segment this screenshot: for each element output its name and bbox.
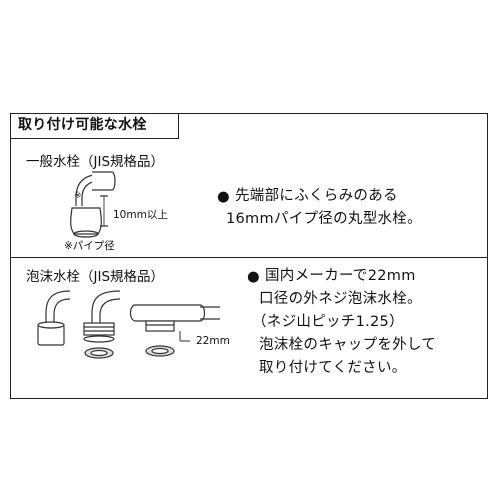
section2-desc-line-5: 取り付けてください。 <box>259 360 407 376</box>
section1-title: 一般水栓（JIS規格品） <box>26 154 165 170</box>
spout-dimension-label: 22mm <box>196 335 230 347</box>
section1-desc-line-1: 先端部にふくらみのある <box>235 188 398 204</box>
section-divider <box>10 257 488 258</box>
compatible-faucets-box <box>10 113 488 399</box>
section2-desc-line-2: 口径の外ネジ泡沫水栓。 <box>259 291 422 307</box>
section1-bullet: ● <box>217 189 230 205</box>
section2-desc-line-4: 泡沫栓のキャップを外して <box>259 337 437 353</box>
general-faucet-illustration: ※ <box>70 171 116 238</box>
pipe-dimension-label: 10mm以上 <box>113 209 168 221</box>
section1-desc-line-2: 16mmパイプ径の丸型水栓。 <box>226 211 422 227</box>
asterisk-marker: ※ <box>74 191 82 201</box>
box-title: 取り付け可能な水栓 <box>10 113 179 139</box>
section2-title: 泡沫水栓（JIS規格品） <box>26 269 165 285</box>
foam-faucet-illustration <box>37 290 220 359</box>
pipe-diameter-note: ※パイプ径 <box>64 240 115 252</box>
section2-desc-line-3: （ネジ山ピッチ1.25） <box>252 314 404 330</box>
section2-desc-line-1: 国内メーカーで22mm <box>265 268 416 284</box>
section2-bullet: ● <box>247 269 260 285</box>
